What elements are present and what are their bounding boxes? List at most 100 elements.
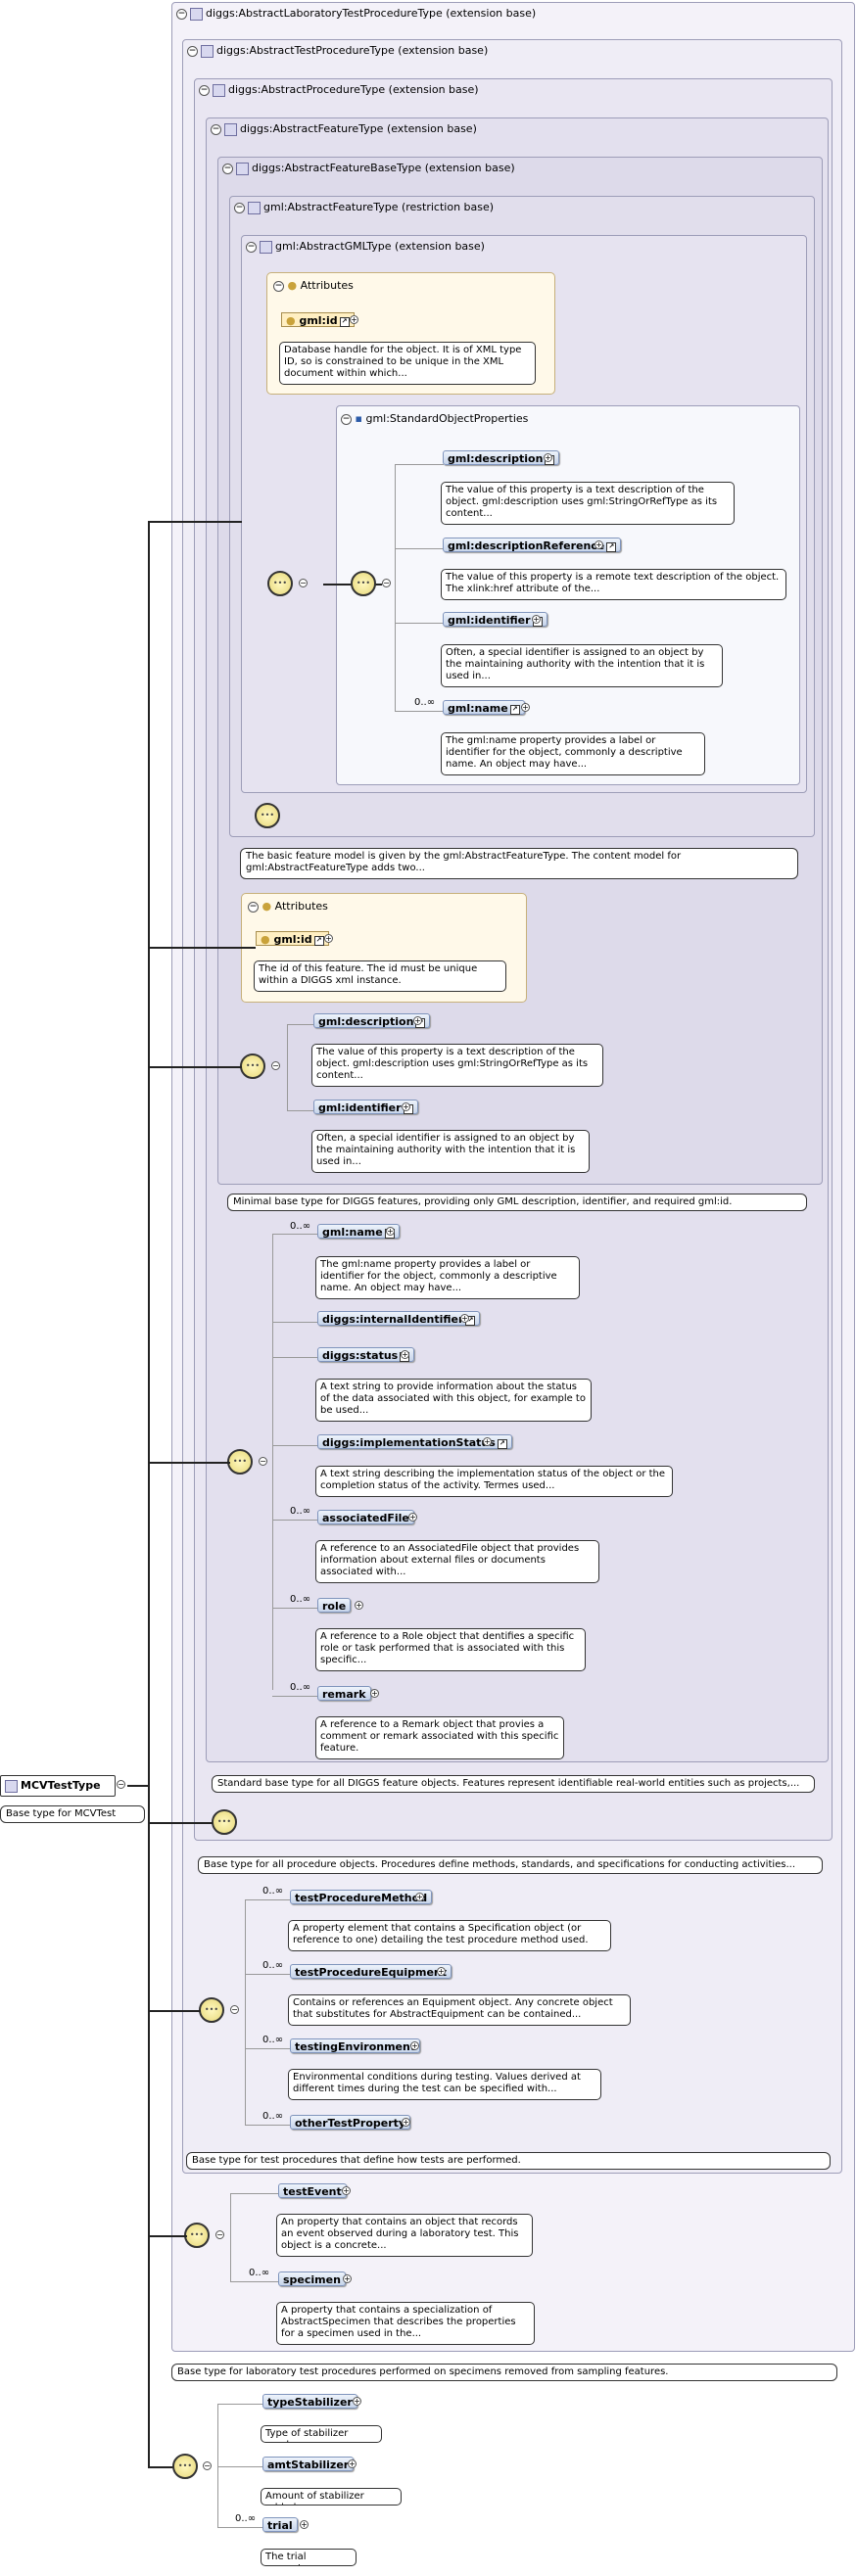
sequence-icon[interactable]: ••• [267, 571, 293, 596]
attribute-icon: ● [287, 279, 298, 292]
sequence-icon[interactable]: ••• [227, 1449, 253, 1475]
sequence-icon[interactable]: ••• [212, 1809, 237, 1835]
attribute-gml-id[interactable]: ● gml:id↗ [256, 931, 329, 946]
expand-icon[interactable]: + [343, 2274, 352, 2283]
element-test-event[interactable]: testEvent [278, 2183, 347, 2198]
expand-icon[interactable]: + [300, 2520, 309, 2529]
element-gml-description[interactable]: gml:description↗ [443, 450, 560, 465]
expand-icon[interactable]: + [410, 2041, 419, 2050]
element-test-procedure-method[interactable]: testProcedureMethod [290, 1890, 433, 1904]
cardinality-label: 0..∞ [262, 1960, 284, 1971]
collapse-toggle-icon[interactable]: − [222, 163, 233, 174]
element-specimen[interactable]: specimen [278, 2272, 346, 2286]
sequence-icon[interactable]: ••• [199, 1997, 224, 2023]
type-doc-note: Base type for laboratory test procedures… [171, 2364, 837, 2381]
expand-icon[interactable]: + [402, 2118, 410, 2127]
expand-icon[interactable]: + [413, 1016, 422, 1025]
expand-icon[interactable]: ↗ [606, 542, 617, 552]
expand-icon[interactable]: + [324, 934, 333, 943]
element-amt-stabilizer[interactable]: amtStabilizer [262, 2457, 355, 2471]
collapse-toggle-icon[interactable]: − [273, 280, 284, 292]
element-role[interactable]: role [317, 1598, 352, 1613]
expand-icon[interactable]: + [370, 1689, 379, 1698]
element-trial[interactable]: trial [262, 2517, 298, 2532]
collapse-toggle-icon[interactable]: − [187, 45, 198, 57]
element-associated-file[interactable]: associatedFile [317, 1510, 414, 1524]
complex-type-icon [213, 83, 225, 97]
expand-icon[interactable]: + [402, 1102, 410, 1111]
cardinality-label: 0..∞ [262, 2035, 284, 2045]
collapse-toggle-icon[interactable]: − [230, 2005, 239, 2014]
sequence-icon[interactable]: ••• [240, 1054, 265, 1079]
collapse-toggle-icon[interactable]: − [234, 202, 245, 213]
expand-icon[interactable]: + [355, 1601, 363, 1610]
element-gml-name[interactable]: gml:name↗ [443, 700, 525, 715]
sequence-icon[interactable]: ••• [351, 571, 376, 596]
root-type-box[interactable]: MCVTestType [0, 1775, 116, 1797]
element-internal-identifier[interactable]: diggs:internalIdentifier↗ [317, 1311, 481, 1326]
complex-type-icon [236, 162, 249, 175]
attribute-icon: ● [261, 933, 270, 946]
collapse-toggle-icon[interactable]: − [248, 901, 259, 913]
sequence-icon[interactable]: ••• [172, 2454, 198, 2479]
attribute-gml-id[interactable]: ● gml:id↗ [281, 312, 355, 327]
expand-icon[interactable]: + [544, 453, 552, 462]
collapse-toggle-icon[interactable]: − [203, 2461, 212, 2470]
cardinality-label: 0..∞ [290, 1506, 311, 1517]
expand-icon[interactable]: + [408, 1513, 417, 1522]
collapse-toggle-icon[interactable]: − [259, 1457, 267, 1466]
collapse-toggle-icon[interactable]: − [341, 413, 352, 425]
element-other-test-property[interactable]: otherTestProperty [290, 2115, 411, 2130]
element-remark[interactable]: remark [317, 1686, 371, 1701]
collapse-toggle-icon[interactable]: − [211, 123, 221, 135]
expand-icon[interactable]: ↗ [313, 936, 324, 946]
expand-icon[interactable]: ↗ [509, 705, 520, 715]
expand-icon[interactable]: + [353, 2397, 361, 2406]
element-type-stabilizer[interactable]: typeStabilizer [262, 2394, 357, 2409]
expand-icon[interactable]: ↗ [339, 317, 350, 327]
element-gml-description-reference[interactable]: gml:descriptionReference↗ [443, 538, 622, 552]
expand-icon[interactable]: + [386, 1227, 395, 1236]
expand-icon[interactable]: + [401, 1350, 409, 1359]
expand-icon[interactable]: + [350, 315, 358, 324]
complex-type-icon [190, 7, 203, 21]
expand-icon[interactable]: ↗ [497, 1439, 507, 1449]
collapse-toggle-icon[interactable]: − [382, 579, 391, 587]
doc-note: Often, a special identifier is assigned … [441, 644, 723, 687]
expand-icon[interactable]: + [348, 2459, 357, 2468]
type-title: diggs:AbstractFeatureBaseType (extension… [252, 162, 515, 174]
expand-icon[interactable]: + [594, 540, 603, 549]
expand-icon[interactable]: + [460, 1314, 469, 1323]
expand-icon[interactable]: + [415, 1893, 424, 1901]
doc-note: A reference to a Remark object that prov… [315, 1716, 564, 1759]
expand-icon[interactable]: + [437, 1967, 446, 1976]
collapse-toggle-icon[interactable]: − [176, 8, 187, 20]
cardinality-label: 0..∞ [290, 1682, 311, 1693]
cardinality-label: 0..∞ [262, 1886, 284, 1897]
sequence-icon[interactable]: ••• [184, 2223, 210, 2248]
expand-icon[interactable]: + [483, 1437, 492, 1446]
group-title: gml:StandardObjectProperties [365, 412, 529, 425]
sequence-icon[interactable]: ••• [255, 803, 280, 828]
element-testing-environment[interactable]: testingEnvironment [290, 2038, 421, 2053]
type-doc-note: Base type for test procedures that defin… [186, 2152, 831, 2170]
expand-icon[interactable]: + [342, 2186, 351, 2195]
doc-note: The id of this feature. The id must be u… [254, 960, 506, 992]
collapse-toggle-icon[interactable]: − [271, 1061, 280, 1070]
type-title: diggs:AbstractLaboratoryTestProcedureTyp… [206, 7, 537, 20]
collapse-toggle-icon[interactable]: − [246, 241, 257, 253]
element-implementation-status[interactable]: diggs:implementationStatus↗ [317, 1434, 512, 1449]
doc-note: A property element that contains a Speci… [288, 1920, 611, 1951]
collapse-toggle-icon[interactable]: − [299, 579, 308, 587]
element-gml-description[interactable]: gml:description↗ [313, 1013, 431, 1028]
expand-icon[interactable]: + [521, 703, 530, 712]
doc-note: Amount of stabilizer added. [261, 2488, 402, 2506]
collapse-toggle-icon[interactable]: − [117, 1780, 125, 1789]
complex-type-icon [260, 240, 272, 254]
complex-type-icon [248, 201, 261, 214]
element-test-procedure-equipment[interactable]: testProcedureEquipment [290, 1964, 452, 1979]
expand-icon[interactable]: + [532, 615, 541, 624]
cardinality-label: 0..∞ [262, 2111, 284, 2122]
collapse-toggle-icon[interactable]: − [199, 84, 210, 96]
collapse-toggle-icon[interactable]: − [215, 2230, 224, 2239]
